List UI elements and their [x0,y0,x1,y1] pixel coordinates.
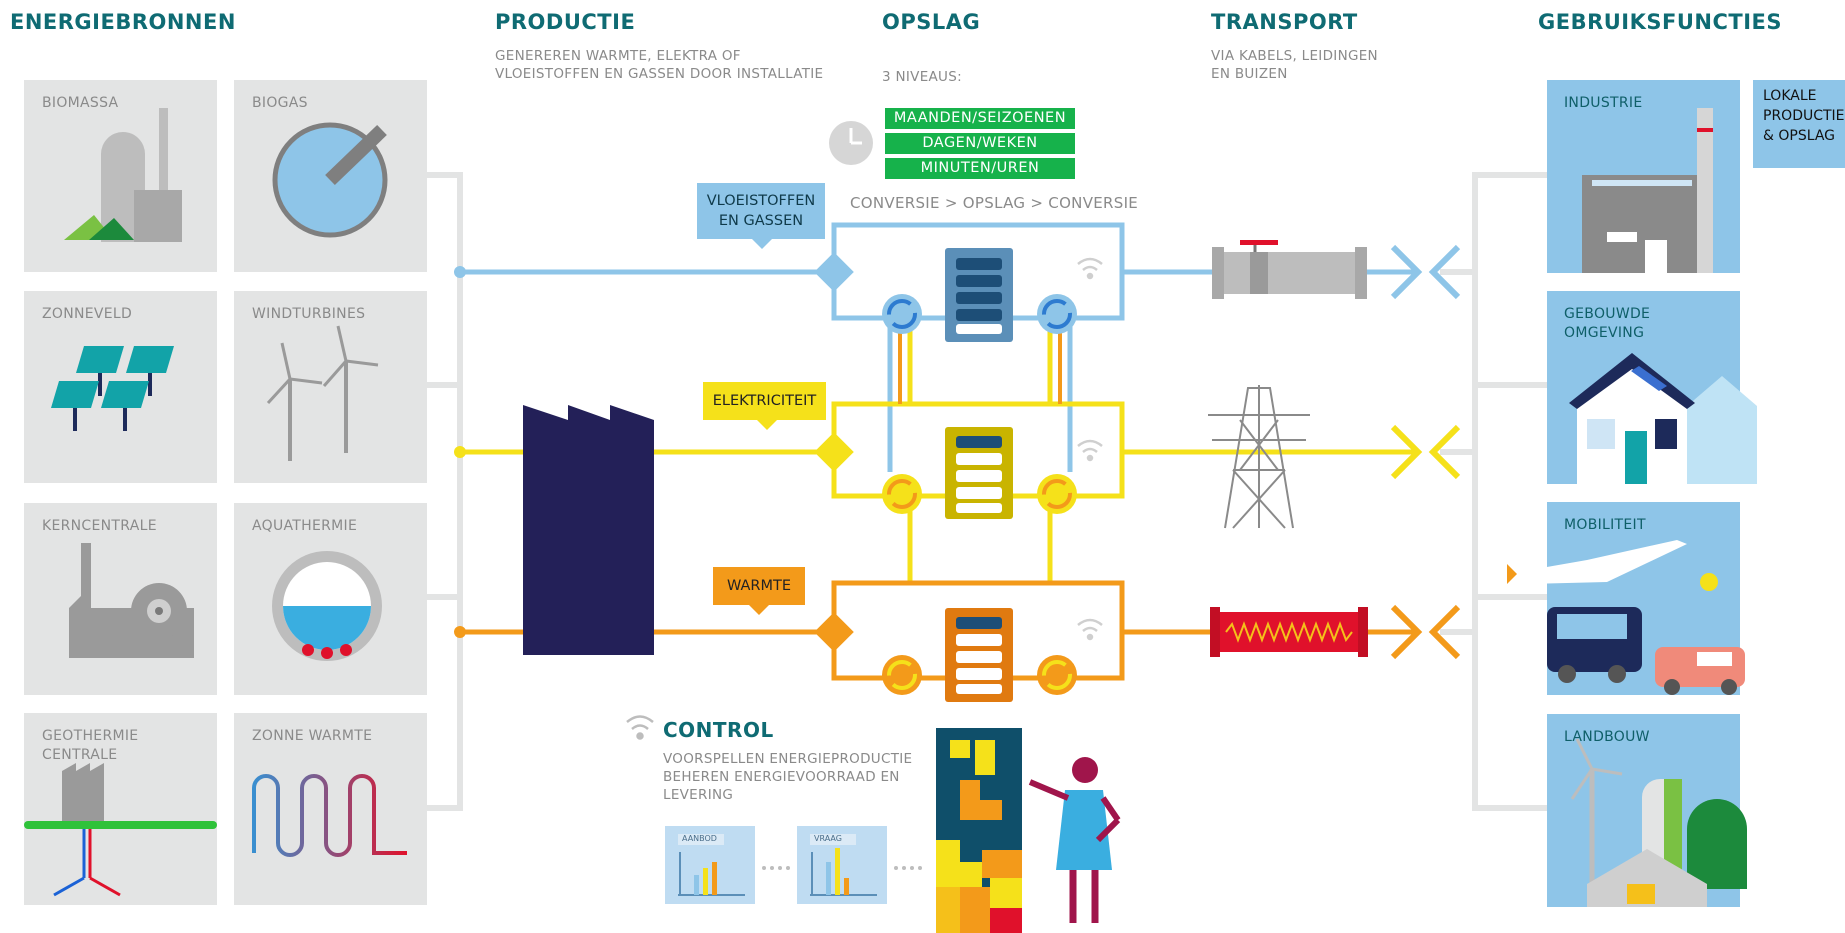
demand-chart [797,826,887,904]
biogas-tank-icon [272,122,388,238]
callout-heat: WARMTE [713,567,805,605]
storage-level-days: DAGEN/WEKEN [885,133,1075,154]
callout-pointer [757,420,777,430]
solar-panels-icon [51,346,174,431]
use-tile-mobility: MOBILITEIT [1507,502,1745,695]
storage-level-minutes: MINUTEN/UREN [885,158,1075,179]
source-tile-nuclear: KERNCENTRALE [24,503,217,695]
use-label: GEBOUWDE OMGEVING [1564,306,1651,341]
callout-fluids: VLOEISTOFFEN EN GASSEN [697,183,825,239]
agriculture-icon [1570,738,1747,907]
conversion-label: CONVERSIE > OPSLAG > CONVERSIE [850,194,1139,212]
heat-pipe-icon [1210,607,1368,657]
power-pylon-icon [1208,385,1310,529]
storage-unit-heat [945,608,1013,702]
control-title: CONTROL [663,718,774,742]
source-label: ZONNEVELD [42,306,133,322]
source-tile-aquathermal: AQUATHERMIE [234,503,427,695]
use-tile-agriculture: LANDBOUW [1547,714,1747,907]
houses-icon [1569,353,1757,484]
header-energy-sources: ENERGIEBRONNEN [10,10,236,34]
pipe-icon [1212,240,1367,299]
transport-subtitle: VIA KABELS, LEIDINGEN EN BUIZEN [1211,48,1378,82]
aquathermal-icon [272,551,382,661]
header-production: PRODUCTIE [495,10,636,34]
source-label: BIOGAS [252,95,308,111]
callout-electricity-label: ELEKTRICITEIT [712,393,817,409]
mobility-icon [1507,540,1745,695]
use-tile-built-environment: GEBOUWDE OMGEVING [1547,291,1757,484]
storage-unit-fluids [945,248,1013,342]
nuclear-plant-icon [69,543,194,658]
conversion-icons [882,294,1077,695]
source-label: GEOTHERMIE CENTRALE [42,728,139,763]
control-wifi-icon [626,715,654,740]
source-label: ZONNE WARMTE [252,728,373,744]
storage-level-months: MAANDEN/SEIZOENEN [885,108,1075,129]
person-icon [1028,757,1121,923]
biomass-plant-icon [64,108,182,242]
source-tile-solar-heat: ZONNE WARMTE [234,713,427,905]
wifi-icon [1077,257,1103,641]
clock-icon [829,121,873,165]
use-tile-industry: INDUSTRIE [1547,80,1740,273]
use-label: INDUSTRIE [1564,95,1643,111]
storage-unit-electricity [945,427,1013,519]
callout-fluids-label: VLOEISTOFFEN EN GASSEN [706,193,816,229]
tetris-tower-icon [936,728,1022,933]
header-use-functions: GEBRUIKSFUNCTIES [1538,10,1783,34]
solar-heat-coil-icon [252,774,407,857]
storage-subtitle: 3 NIVEAUS: [882,69,962,85]
header-transport: TRANSPORT [1211,10,1358,34]
callout-pointer [752,239,772,249]
source-tile-wind-turbines: WINDTURBINES [234,291,427,483]
demand-chart-label: VRAAG [814,834,842,843]
use-label: LANDBOUW [1564,729,1650,745]
local-production-callout: LOKALE PRODUCTIE & OPSLAG [1753,80,1845,168]
control-description: VOORSPELLEN ENERGIEPRODUCTIE BEHEREN ENE… [663,751,913,803]
source-label: KERNCENTRALE [42,518,157,534]
production-subtitle: GENEREREN WARMTE, ELEKTRA OF VLOEISTOFFE… [495,48,824,82]
callout-electricity: ELEKTRICITEIT [703,382,826,420]
geothermal-plant-icon [24,763,217,897]
factory-icon [523,405,654,655]
source-tile-geothermal: GEOTHERMIE CENTRALE [24,713,217,905]
wind-turbines-icon [266,325,379,461]
source-label: AQUATHERMIE [252,518,358,534]
industry-icon [1582,108,1713,273]
source-tile-biogas: BIOGAS [234,80,427,272]
header-storage: OPSLAG [882,10,981,34]
supply-chart [665,826,755,904]
local-callout-label: LOKALE PRODUCTIE & OPSLAG [1763,88,1845,144]
callout-pointer [749,605,769,615]
supply-chart-label: AANBOD [682,834,717,843]
source-label: WINDTURBINES [252,306,366,322]
callout-heat-label: WARMTE [726,578,792,594]
source-label: BIOMASSA [42,95,119,111]
source-tile-biomass: BIOMASSA [24,80,217,272]
source-tile-solar-field: ZONNEVELD [24,291,217,483]
use-label: MOBILITEIT [1564,517,1646,533]
